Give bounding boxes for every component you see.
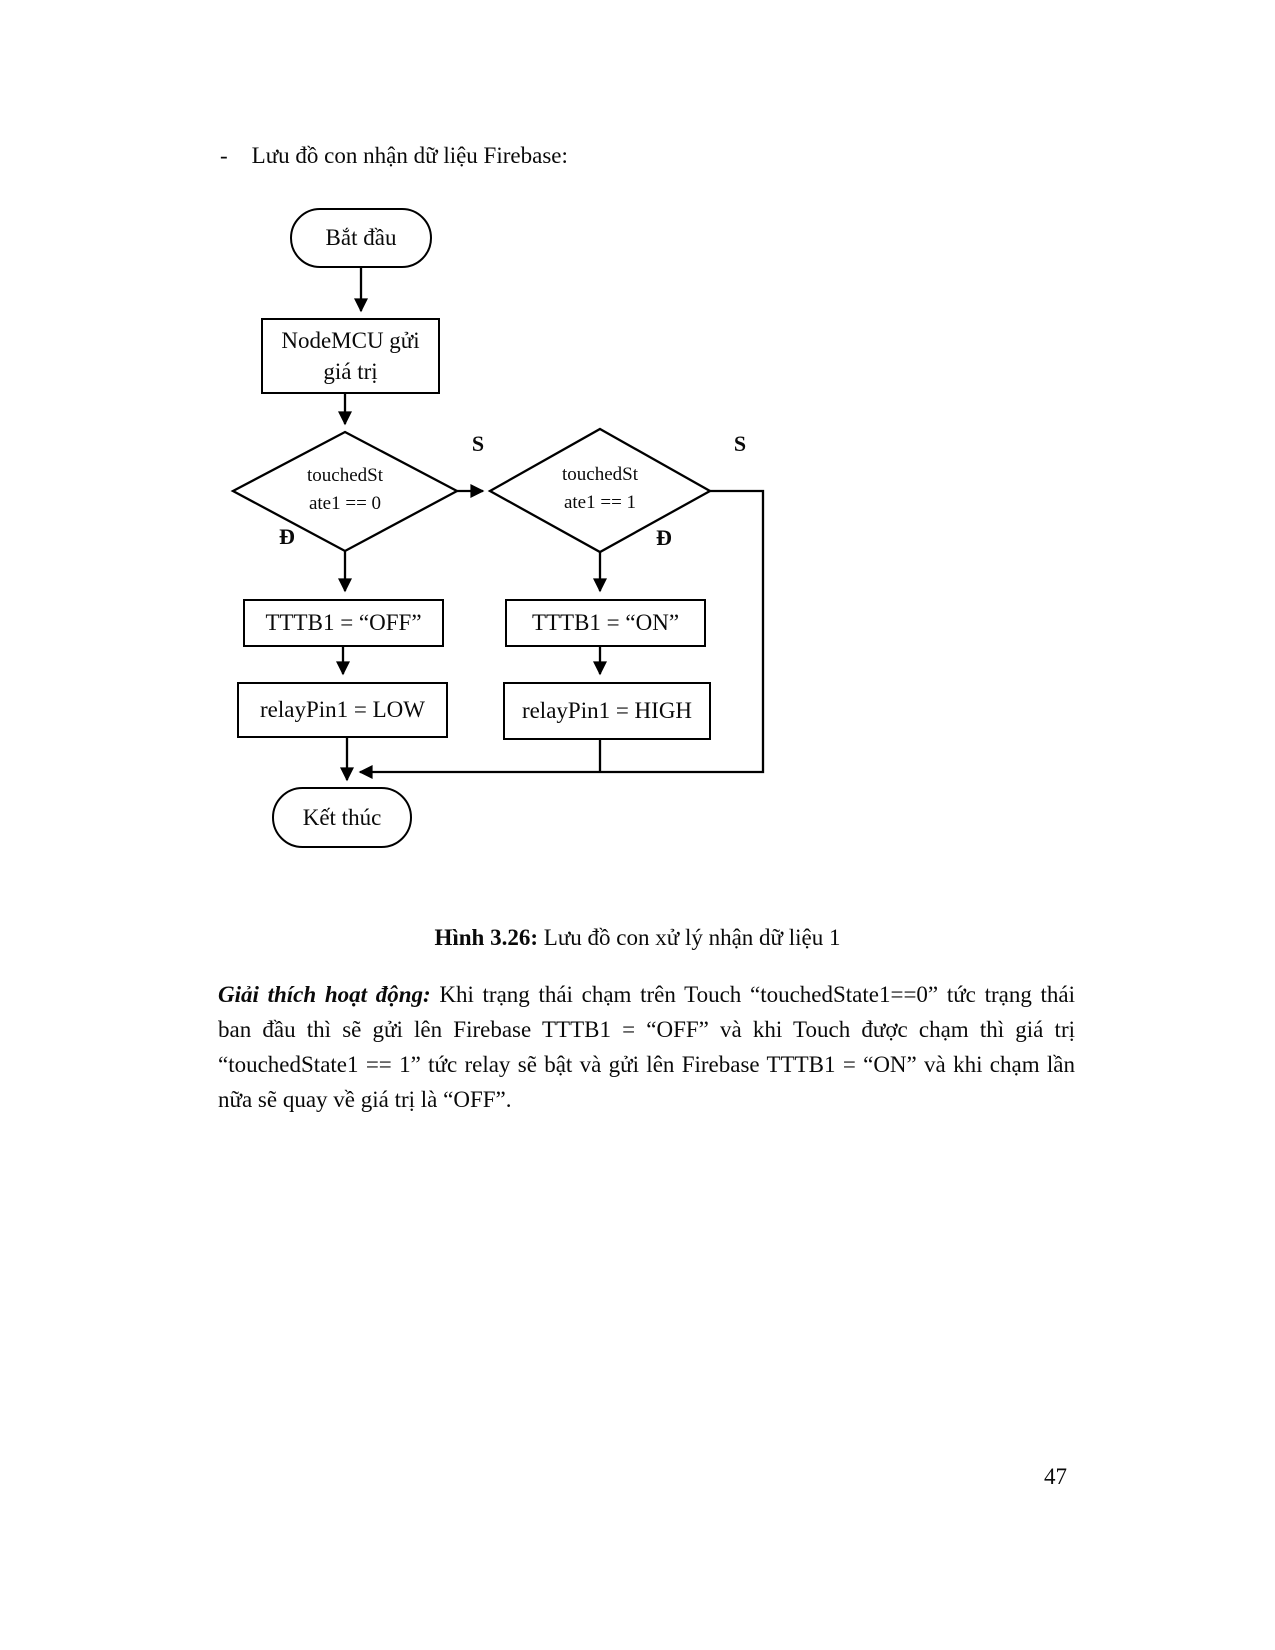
- decision2-text-line2: ate1 == 1: [563, 491, 637, 513]
- bullet-line: - Lưu đồ con nhận dữ liệu Firebase:: [220, 143, 568, 169]
- explanation-lead: Giải thích hoạt động:: [218, 982, 431, 1007]
- end-node: Kết thúc: [272, 787, 412, 848]
- bullet-text: Lưu đồ con nhận dữ liệu Firebase:: [251, 143, 568, 168]
- start-node: Bắt đầu: [290, 208, 432, 268]
- bullet-dash: -: [220, 143, 228, 168]
- explanation-body: Khi trạng thái chạm trên Touch “touchedS…: [218, 982, 1075, 1112]
- relaypin1-low-node: relayPin1 = LOW: [237, 682, 448, 738]
- branch-label-d2: Đ: [656, 525, 672, 550]
- page-number: 47: [1044, 1464, 1067, 1489]
- branch-label-d1: Đ: [279, 524, 295, 549]
- figure-caption-text: Lưu đồ con xử lý nhận dữ liệu 1: [538, 925, 841, 950]
- tttb1-off-node: TTTB1 = “OFF”: [243, 599, 444, 647]
- decision1-text: touchedSt ate1 == 0: [280, 462, 410, 517]
- figure-caption-number: Hình 3.26:: [434, 925, 539, 950]
- decision1-text-line1: touchedSt: [307, 465, 383, 486]
- branch-label-s1: S: [471, 431, 485, 456]
- explanation-paragraph: Giải thích hoạt động: Khi trạng thái chạ…: [218, 977, 1075, 1117]
- decision2-text: touchedSt ate1 == 1: [535, 461, 665, 516]
- send-value-node: NodeMCU gửi giá trị: [261, 318, 440, 394]
- branch-label-s2: S: [733, 431, 747, 456]
- figure-caption: Hình 3.26: Lưu đồ con xử lý nhận dữ liệu…: [0, 925, 1275, 951]
- tttb1-on-node: TTTB1 = “ON”: [505, 599, 706, 647]
- relaypin1-high-node: relayPin1 = HIGH: [503, 682, 711, 740]
- decision2-text-line1: touchedSt: [562, 464, 638, 485]
- flowchart-diagram: [230, 268, 765, 782]
- decision1-text-line2: ate1 == 0: [308, 492, 382, 514]
